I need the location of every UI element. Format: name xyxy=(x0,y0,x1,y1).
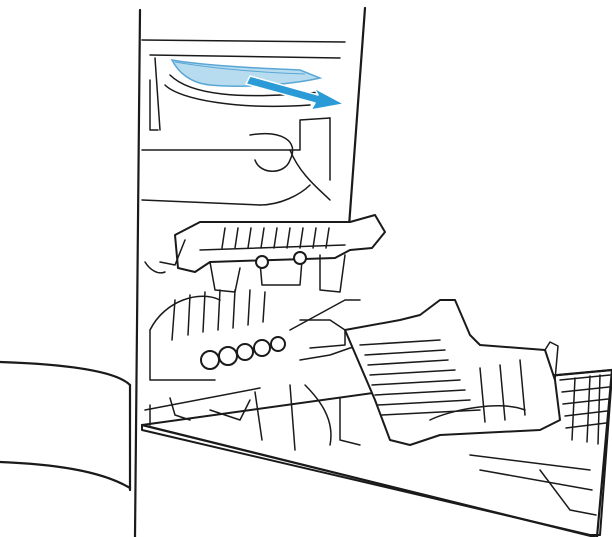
jammed-paper xyxy=(172,60,320,86)
upper-paper-path xyxy=(142,40,345,205)
lower-guide xyxy=(150,290,360,380)
fuser-assembly xyxy=(145,215,385,292)
rollers xyxy=(201,252,306,369)
